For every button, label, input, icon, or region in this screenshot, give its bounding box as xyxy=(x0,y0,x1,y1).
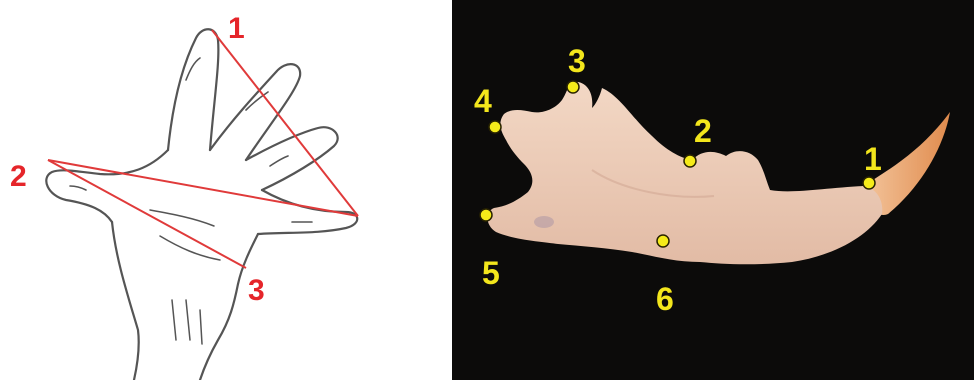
jaw-label-6: 6 xyxy=(656,281,674,317)
hand-label-3: 3 xyxy=(248,274,265,307)
jaw-label-1: 1 xyxy=(864,141,882,177)
mandible-bone xyxy=(487,82,882,265)
jaw-label-4: 4 xyxy=(474,83,492,119)
jaw-label-5: 5 xyxy=(482,255,500,291)
hand-drawing: 1 2 3 xyxy=(0,0,440,380)
landmark-dot-3 xyxy=(567,81,579,93)
landmark-dot-1 xyxy=(863,177,875,189)
jaw-label-2: 2 xyxy=(694,113,712,149)
line-2-to-3 xyxy=(48,160,246,268)
landmark-dot-5 xyxy=(480,209,492,221)
jaw-label-3: 3 xyxy=(568,43,586,79)
jaw-photo: 1 2 3 4 5 6 xyxy=(452,0,974,380)
hand-label-1: 1 xyxy=(228,12,245,45)
landmark-dot-4 xyxy=(489,121,501,133)
jaw-photo-panel: 1 2 3 4 5 6 xyxy=(452,0,974,380)
hand-label-2: 2 xyxy=(10,160,27,193)
bone-shadow-spot xyxy=(534,216,554,228)
hand-outline xyxy=(46,29,357,380)
line-1-to-thumb-tip xyxy=(212,30,358,216)
landmark-dot-2 xyxy=(684,155,696,167)
hand-illustration-panel: 1 2 3 xyxy=(0,0,440,380)
landmark-dot-6 xyxy=(657,235,669,247)
